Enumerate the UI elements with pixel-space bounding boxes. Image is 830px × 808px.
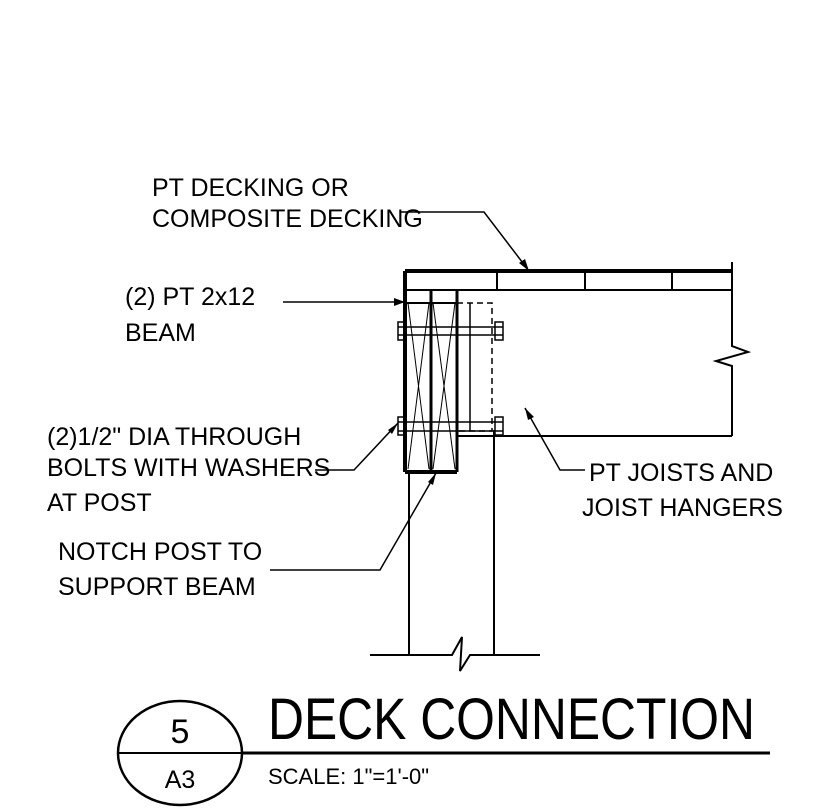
notch-label-line1: NOTCH POST TO: [58, 538, 262, 566]
arrowhead-joists: [525, 408, 534, 420]
bolts-label-line2: BOLTS WITH WASHERS: [47, 454, 330, 482]
callout-joists: PT JOISTS AND JOIST HANGERS: [582, 459, 783, 522]
detail-number: 5: [171, 713, 190, 751]
post: [370, 430, 540, 672]
decking-label-line1: PT DECKING OR: [152, 174, 349, 202]
arrowhead-beam: [394, 298, 405, 306]
sheet-number: A3: [165, 766, 196, 794]
through-bolts: [397, 321, 504, 436]
detail-title: DECK CONNECTION: [268, 687, 755, 752]
detail-scale: SCALE: 1"=1'-0": [268, 764, 429, 789]
leader-notch: [270, 472, 437, 571]
leader-joists: [524, 407, 585, 471]
joists-label-line1: PT JOISTS AND: [589, 459, 773, 487]
callout-bolts: (2)1/2" DIA THROUGH BOLTS WITH WASHERS A…: [47, 423, 330, 517]
leaders: [270, 211, 585, 571]
callout-beam: (2) PT 2x12 BEAM: [125, 283, 255, 347]
arrowhead-decking: [519, 259, 529, 271]
notch-label-line2: SUPPORT BEAM: [58, 573, 256, 601]
decking: [405, 262, 733, 291]
bolt-bottom: [397, 416, 504, 436]
joists-label-line2: JOIST HANGERS: [582, 494, 783, 522]
joist: [457, 290, 752, 437]
beam: [403, 271, 459, 474]
beam-label-line1: (2) PT 2x12: [125, 283, 255, 311]
bolts-label-line1: (2)1/2" DIA THROUGH: [47, 423, 301, 451]
bolts-label-line3: AT POST: [47, 489, 152, 517]
arrowhead-bolts: [388, 423, 398, 434]
decking-label-line2: COMPOSITE DECKING: [152, 205, 423, 233]
callout-notch: NOTCH POST TO SUPPORT BEAM: [58, 538, 262, 601]
title-block: 5 A3 DECK CONNECTION SCALE: 1"=1'-0": [116, 687, 770, 807]
beam-label-line2: BEAM: [125, 319, 196, 347]
callout-decking: PT DECKING OR COMPOSITE DECKING: [152, 174, 423, 233]
leader-bolts: [315, 422, 399, 471]
arrowhead-notch: [428, 473, 436, 485]
leader-decking: [400, 211, 530, 272]
bolt-top: [397, 321, 504, 341]
